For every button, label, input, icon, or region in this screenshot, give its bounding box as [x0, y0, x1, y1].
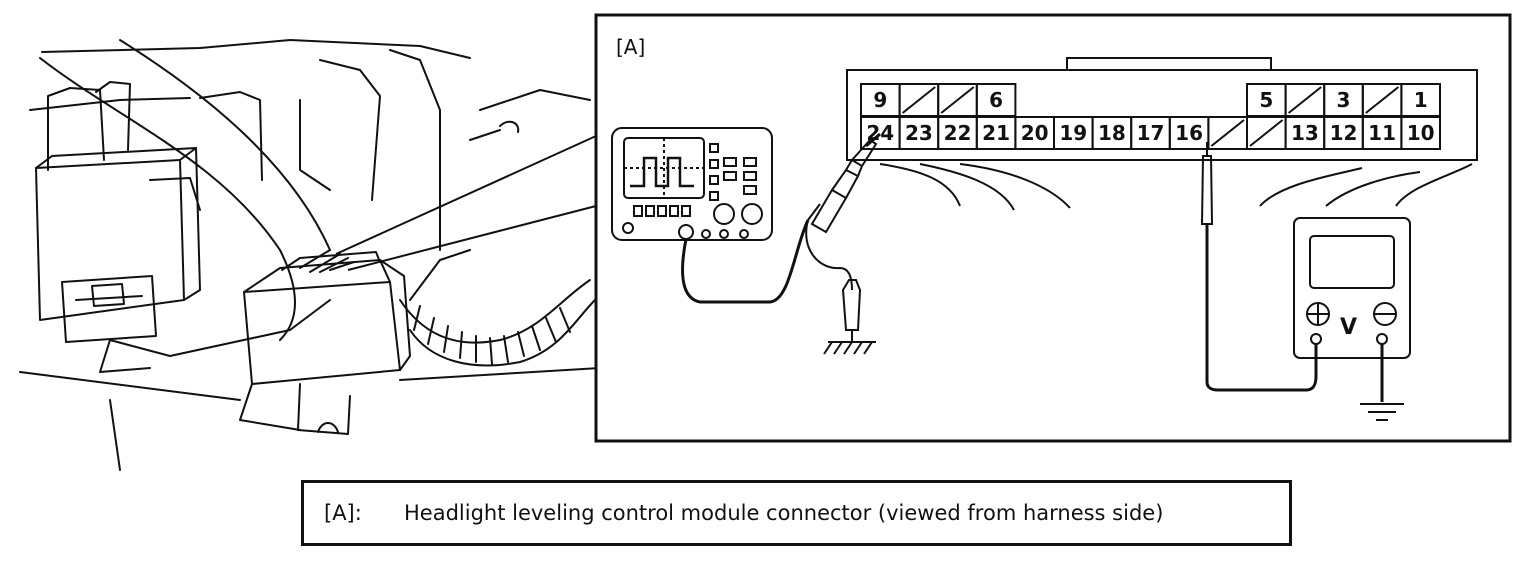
terminal-number-23: 23 [905, 121, 933, 145]
terminal-number-9: 9 [873, 88, 887, 112]
vehicle-module-sketch [19, 39, 601, 471]
terminal-number-17: 17 [1137, 121, 1165, 145]
unused-terminal-slash [1210, 119, 1245, 147]
terminal-number-21: 21 [982, 121, 1010, 145]
oscilloscope-probe [681, 132, 881, 355]
terminal-number-18: 18 [1098, 121, 1126, 145]
terminal-number-20: 20 [1021, 121, 1049, 145]
unused-terminal-slash [1365, 86, 1400, 114]
terminal-number-22: 22 [944, 121, 972, 145]
terminal-number-11: 11 [1368, 121, 1396, 145]
terminal-number-6: 6 [989, 88, 1003, 112]
terminal-number-16: 16 [1175, 121, 1203, 145]
terminal-number-5: 5 [1259, 88, 1273, 112]
terminal-number-10: 10 [1407, 121, 1435, 145]
callout-lines [335, 135, 597, 271]
voltmeter-leads [1200, 142, 1404, 421]
terminal-number-3: 3 [1337, 88, 1351, 112]
terminal-number-12: 12 [1330, 121, 1358, 145]
terminal-number-1: 1 [1414, 88, 1428, 112]
connector-housing [846, 57, 1478, 161]
caption-text: Headlight leveling control module connec… [404, 501, 1164, 525]
harness-wires [879, 163, 1473, 211]
oscilloscope [611, 127, 773, 241]
voltmeter [1293, 217, 1411, 359]
caption-box: [A]: Headlight leveling control module c… [301, 480, 1292, 546]
unused-terminal-slash [901, 86, 936, 114]
unused-terminal-slash [1287, 86, 1322, 114]
unused-terminal-slash [1249, 119, 1284, 147]
terminal-number-19: 19 [1059, 121, 1087, 145]
unused-terminal-slash [940, 86, 975, 114]
voltmeter-unit-label: V [1340, 315, 1357, 340]
detail-box [594, 13, 1512, 443]
caption-key: [A]: [324, 501, 362, 525]
terminal-number-13: 13 [1291, 121, 1319, 145]
detail-label: [A] [616, 35, 645, 59]
connector-cell [1400, 116, 1442, 150]
